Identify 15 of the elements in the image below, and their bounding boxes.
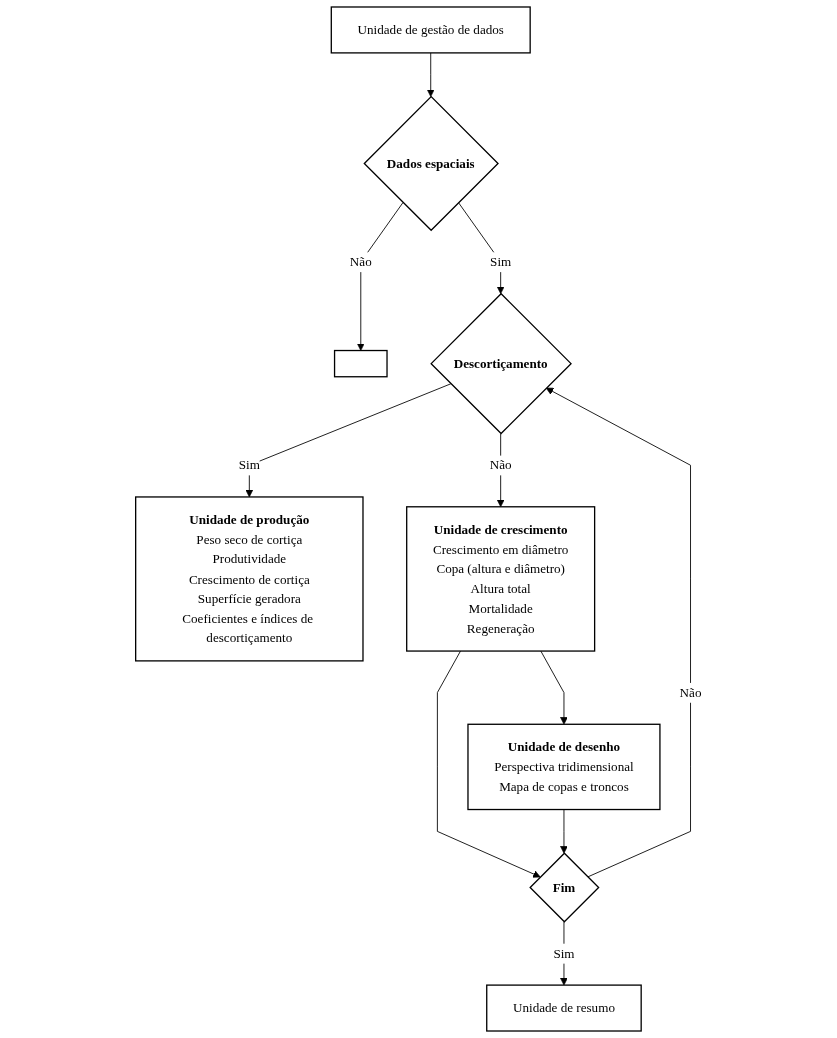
node-diamond: Descortiçamento	[430, 292, 572, 435]
node-box: Unidade de crescimento Crescimento em diâmetro Copa (altura e diâmetro) Altura total Mortalidade Regeneração	[406, 506, 596, 652]
edge-label: Sim	[490, 254, 512, 269]
node-box	[333, 349, 388, 378]
edge-label: Não	[679, 685, 702, 700]
node-box: Unidade de produção Peso seco de cortiça Produtividade Crescimento de cortiça Superfície geradora Coeficientes e índices de descortiçamento	[134, 496, 364, 662]
edge-label: Não	[349, 254, 372, 269]
edge-label: Sim	[553, 946, 575, 961]
node-diamond: Dados espaciais	[363, 95, 499, 232]
node-box: Unidade de gestão de dados	[330, 6, 531, 54]
node-diamond: Fim	[529, 852, 600, 923]
node-box: Unidade de resumo	[486, 984, 642, 1032]
edge-label: Sim	[238, 458, 260, 473]
edge-label: Não	[489, 458, 512, 473]
node-box: Unidade de desenho Perspectiva tridimensional Mapa de copas e troncos	[467, 723, 661, 811]
